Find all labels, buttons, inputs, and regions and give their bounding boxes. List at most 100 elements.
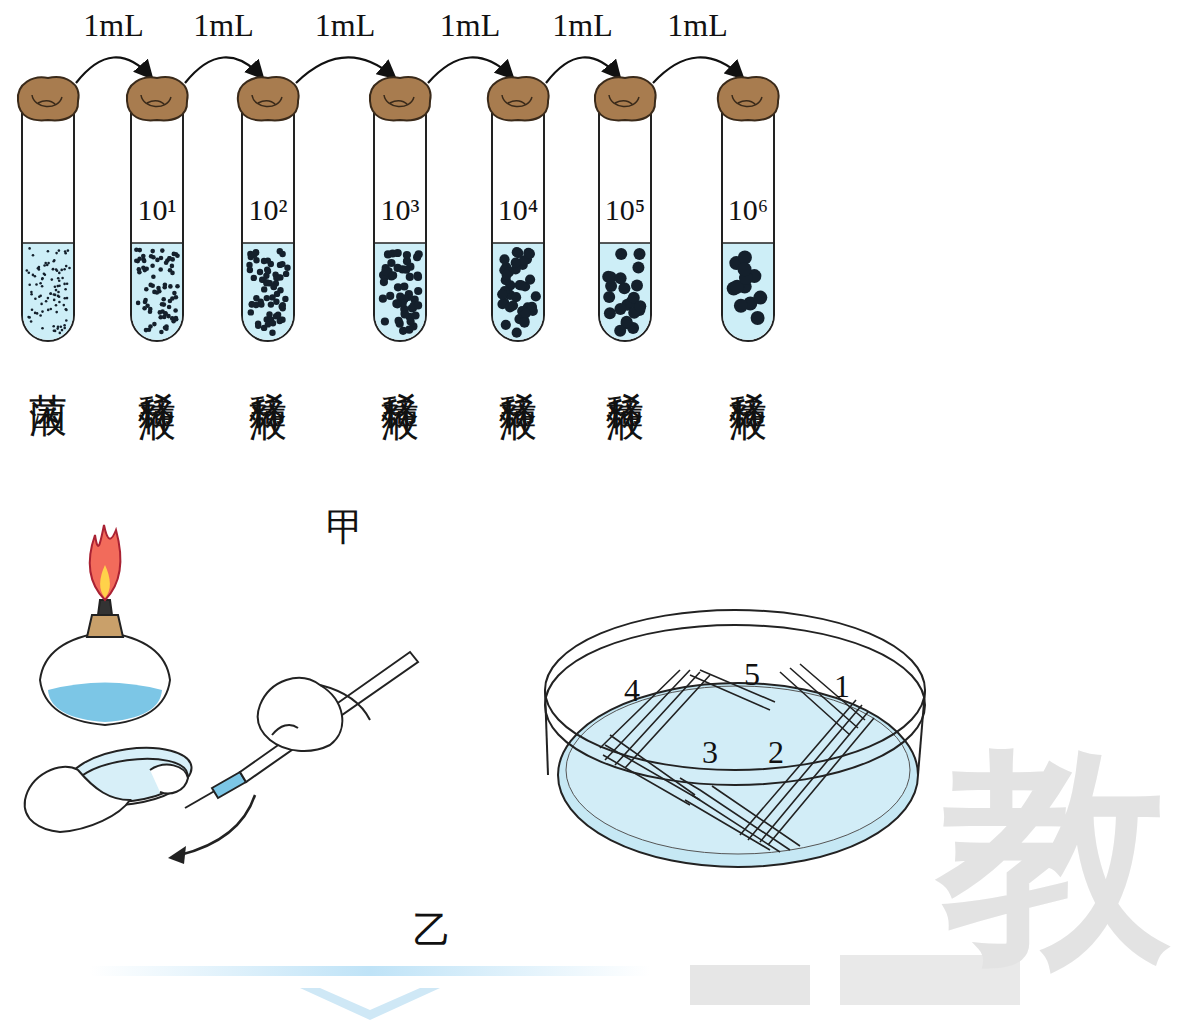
motion-arrow: [168, 795, 255, 864]
cotton-plug: [238, 77, 299, 120]
bacteria-dot: [28, 283, 31, 286]
bacteria-dot: [52, 325, 55, 328]
bacteria-dot: [168, 284, 173, 289]
bacteria-dot: [38, 268, 41, 271]
bacteria-dot: [47, 297, 50, 300]
bacteria-dot: [389, 271, 397, 279]
bacteria-dot: [258, 301, 264, 307]
bacteria-dot: [66, 283, 69, 286]
tube-caption: 稀释液: [247, 363, 289, 375]
dilution-factor: 10⁶: [706, 193, 790, 227]
bacteria-dot: [64, 297, 67, 300]
bacteria-dot: [406, 273, 414, 281]
bacteria-dot: [392, 300, 400, 308]
liquid-surface: [243, 242, 293, 244]
tube-liquid: [243, 243, 293, 340]
bacteria-dot: [63, 283, 66, 286]
bacteria-dot: [249, 301, 255, 307]
bacteria-dot: [269, 294, 275, 300]
bacteria-dot: [270, 320, 276, 326]
transfer-arrow: [653, 57, 742, 83]
cotton-plug: [18, 77, 79, 120]
bacteria-dot: [521, 308, 531, 318]
bacteria-dot: [413, 253, 421, 261]
tube-glass: [722, 113, 774, 341]
tube-liquid: [723, 243, 773, 340]
bacteria-dot: [381, 317, 389, 325]
bacteria-dot: [144, 287, 149, 292]
bacteria-dot: [497, 289, 507, 299]
bacteria-dot: [39, 314, 42, 317]
bacteria-dot: [41, 285, 44, 288]
callout-number: 2: [768, 734, 784, 771]
bacteria-dot: [52, 268, 55, 271]
bacteria-dot: [65, 265, 68, 268]
cotton-plug: [595, 77, 656, 120]
bacteria-dot: [168, 299, 173, 304]
bacteria-dot: [634, 300, 646, 312]
bacteria-dot: [603, 291, 615, 303]
alcohol-lamp-part: [40, 632, 170, 725]
bacteria-dot: [163, 311, 168, 316]
bacteria-dot: [41, 278, 44, 281]
test-tube: [16, 75, 80, 350]
bacteria-dot: [152, 290, 157, 295]
bacteria-dot: [57, 277, 60, 280]
bacteria-dot: [151, 275, 156, 280]
tube-glass: [599, 113, 651, 341]
bacteria-dot: [160, 248, 165, 253]
bacteria-dot: [394, 249, 402, 257]
decor-bar-part: [90, 966, 650, 976]
bacteria-dot: [59, 332, 62, 335]
bacteria-dot: [614, 303, 626, 315]
bacteria-dot: [257, 269, 263, 275]
alcohol-lamp-part: [90, 525, 121, 600]
bacteria-dot: [56, 327, 59, 330]
bacteria-dot: [753, 291, 767, 305]
bacteria-dot: [55, 289, 58, 292]
bacteria-dot: [502, 270, 512, 280]
transfer-arrow: [296, 57, 394, 83]
tube-glass: [242, 113, 294, 341]
bacteria-dot: [43, 264, 46, 267]
bacteria-dot: [261, 286, 267, 292]
bacteria-dot: [403, 251, 411, 259]
tube-caption: 稀释液: [604, 363, 646, 375]
bacteria-dot: [65, 309, 68, 312]
plug-texture: [384, 95, 414, 107]
bacteria-dot: [248, 309, 254, 315]
bacteria-dot: [273, 313, 279, 319]
bacteria-dot: [175, 284, 180, 289]
bacteria-dot: [384, 250, 392, 258]
bacteria-dot: [160, 302, 165, 307]
dilution-factor: 10³: [358, 193, 442, 227]
bacteria-dot: [35, 283, 38, 286]
bacteria-dot: [163, 312, 168, 317]
bacteria-dot: [387, 259, 395, 267]
bacteria-dot: [134, 248, 139, 253]
tube-liquid: [375, 243, 425, 340]
bacteria-dot: [268, 261, 274, 267]
tube-liquid: [600, 243, 650, 340]
bacteria-dot: [47, 309, 50, 312]
bacteria-dot: [148, 310, 153, 315]
test-tube: 10¹稀释液: [125, 75, 189, 350]
bacteria-dot: [164, 261, 169, 266]
bacteria-dot: [161, 297, 166, 302]
inoculating-loop-part: [272, 725, 298, 735]
bacteria-dot: [30, 293, 33, 296]
bacteria-dot: [28, 316, 31, 319]
bacteria-dot: [525, 275, 535, 285]
bacteria-dot: [38, 295, 41, 298]
tube-caption: 稀释液: [379, 363, 421, 375]
bacteria-dot: [60, 326, 63, 329]
bacteria-dot: [168, 268, 173, 273]
bacteria-dot: [414, 273, 422, 281]
bacteria-dot: [43, 272, 46, 275]
dilution-factor: 10²: [226, 193, 310, 227]
bacteria-dot: [53, 259, 56, 262]
alcohol-lamp-part: [100, 565, 110, 598]
test-tube: 10⁵稀释液: [593, 75, 657, 350]
bacteria-dot: [57, 285, 60, 288]
